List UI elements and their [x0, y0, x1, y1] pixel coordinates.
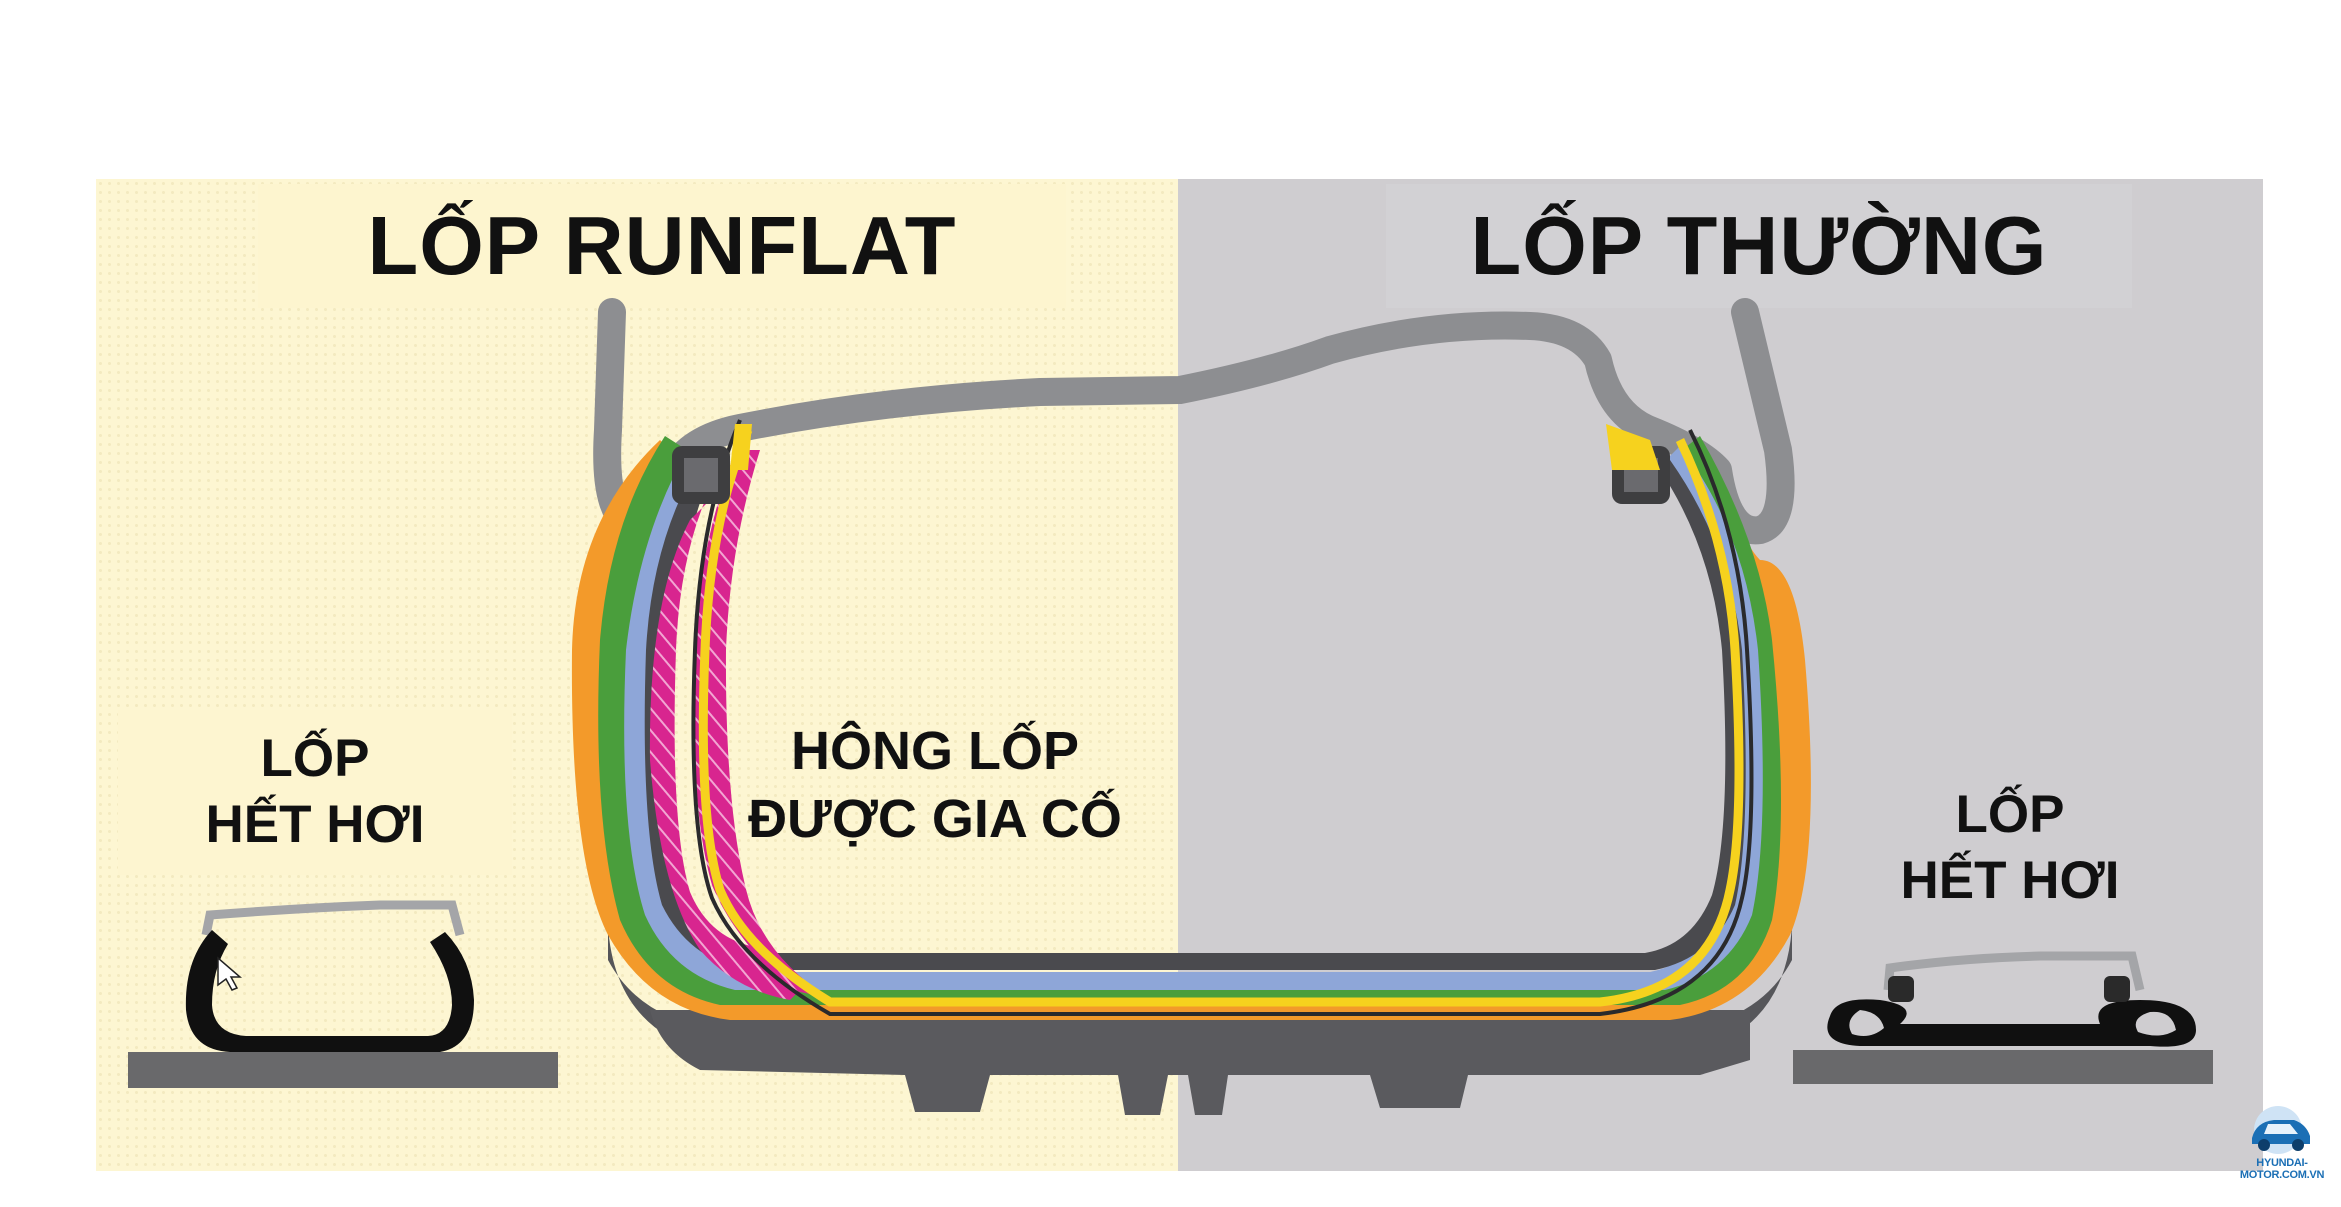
cursor-arrow-icon: [218, 958, 240, 990]
runflat-deflated-label: LỐP HẾT HƠI: [118, 726, 512, 859]
runflat-deflated-label-line-2: HẾT HƠI: [118, 792, 512, 858]
deflated-runflat-tire: [186, 930, 474, 1052]
watermark-text: HYUNDAI-MOTOR.COM.VN: [2224, 1157, 2340, 1181]
normal-deflated-label-line-1: LỐP: [1820, 782, 2200, 848]
runflat-deflated-label-line-1: LỐP: [118, 726, 512, 792]
deflated-runflat-rim: [206, 905, 460, 935]
reinforced-sidewall-label-line-1: HÔNG LỐP: [700, 718, 1170, 786]
inner-liner: [703, 430, 1739, 1002]
car-logo-icon: [2252, 1106, 2310, 1154]
deflated-normal-bead-left: [1888, 976, 1914, 1002]
normal-tire-title: LỐP THƯỜNG: [1386, 204, 2132, 287]
ground-right: [1793, 1050, 2213, 1084]
reinforced-sidewall-label-line-2: ĐƯỢC GIA CỐ: [700, 786, 1170, 854]
wheel-rim-outline: [607, 312, 1780, 530]
deflated-normal-tire: [1827, 999, 2196, 1046]
ground-left: [128, 1052, 558, 1088]
tire-tread-blocks: [650, 1010, 1750, 1115]
deflated-normal-rim: [1888, 956, 2140, 990]
bead-left-core: [684, 458, 718, 492]
deflated-normal-bead-right: [2104, 976, 2130, 1002]
normal-deflated-label: LỐP HẾT HƠI: [1820, 782, 2200, 915]
reinforced-sidewall-label: HÔNG LỐP ĐƯỢC GIA CỐ: [700, 718, 1170, 853]
runflat-title: LỐP RUNFLAT: [258, 204, 1066, 287]
inner-liner-edge: [693, 420, 1751, 1014]
tire-casing: [645, 460, 1746, 970]
normal-deflated-label-line-2: HẾT HƠI: [1820, 848, 2200, 914]
